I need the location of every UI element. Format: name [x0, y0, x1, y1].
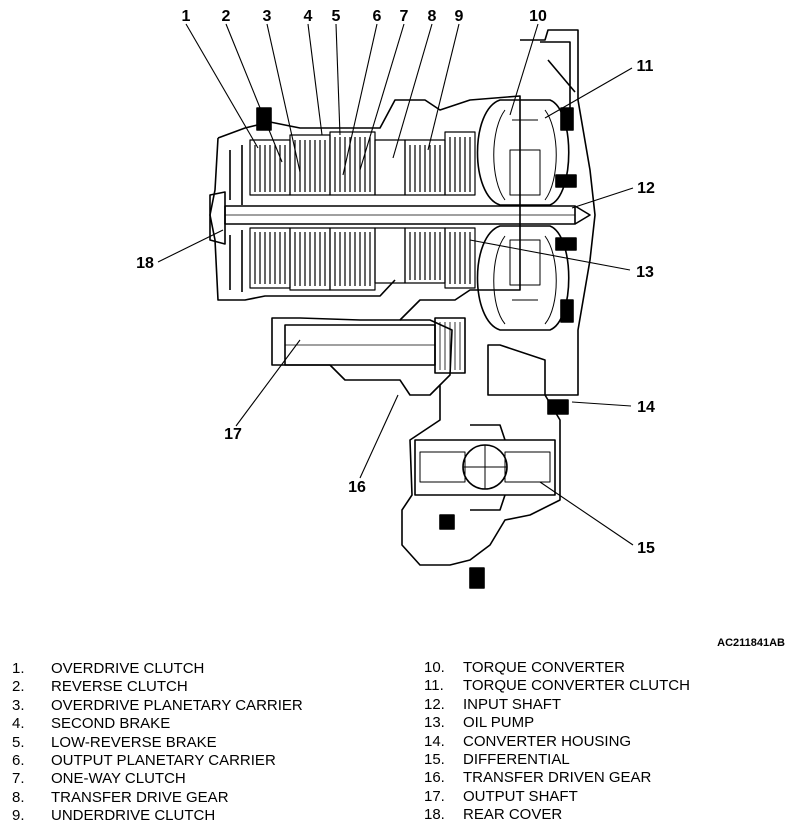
callout-5: 5 — [332, 8, 341, 25]
legend-item: 13. OIL PUMP — [424, 714, 690, 732]
callout-1: 1 — [182, 8, 191, 25]
legend-item: 6. OUTPUT PLANETARY CARRIER — [12, 752, 303, 770]
legend-label: INPUT SHAFT — [463, 695, 562, 713]
legend-label: UNDERDRIVE CLUTCH — [51, 807, 216, 825]
converter-housing-outline — [400, 29, 596, 566]
legend-label: ONE-WAY CLUTCH — [51, 770, 186, 788]
legend-item: 14. CONVERTER HOUSING — [424, 733, 690, 751]
callout-3: 3 — [263, 8, 272, 25]
legend-num: 6. — [12, 752, 25, 770]
callout-9: 9 — [455, 8, 464, 25]
callout-17: 17 — [224, 426, 242, 443]
output-shaft — [284, 317, 466, 374]
legend-label: LOW-REVERSE BRAKE — [51, 733, 217, 751]
legend-item: 5. LOW-REVERSE BRAKE — [12, 734, 303, 752]
legend-num: 14. — [424, 732, 445, 750]
differential — [414, 424, 556, 511]
legend-num: 15. — [424, 751, 445, 769]
legend-num: 8. — [12, 788, 25, 806]
legend-label: TORQUE CONVERTER CLUTCH — [463, 677, 690, 695]
legend-label: OUTPUT PLANETARY CARRIER — [51, 752, 276, 770]
legend-num: 5. — [12, 733, 25, 751]
legend-label: OVERDRIVE PLANETARY CARRIER — [51, 696, 303, 714]
transaxle-cross-section-diagram: 1 2 3 4 5 6 7 8 9 10 11 12 13 14 15 16 1… — [136, 8, 655, 589]
legend-num: 16. — [424, 769, 445, 787]
legend-item: 8. TRANSFER DRIVE GEAR — [12, 789, 303, 807]
legend-item: 4. SECOND BRAKE — [12, 715, 303, 733]
legend-item: 10. TORQUE CONVERTER — [424, 659, 690, 677]
callout-4: 4 — [304, 8, 313, 25]
legend-num: 18. — [424, 806, 445, 824]
legend-label: TORQUE CONVERTER — [463, 659, 625, 676]
legend-label: REAR COVER — [463, 806, 563, 824]
legend-left-column: 1. OVERDRIVE CLUTCH 2. REVERSE CLUTCH 3. OV… — [12, 660, 303, 826]
legend-label: DIFFERENTIAL — [463, 751, 570, 769]
figure-id: AC211841AB — [717, 637, 785, 649]
callout-6: 6 — [373, 8, 382, 25]
legend-label: TRANSFER DRIVE GEAR — [51, 788, 229, 806]
leader-lines — [157, 23, 634, 546]
legend-item: 17. OUTPUT SHAFT — [424, 788, 690, 806]
legend-item: 3. OVERDRIVE PLANETARY CARRIER — [12, 697, 303, 715]
legend-num: 11. — [424, 677, 444, 695]
legend-label: OUTPUT SHAFT — [463, 787, 578, 805]
legend-num: 10. — [424, 659, 445, 676]
callout-8: 8 — [428, 8, 437, 25]
rear-cover-outline — [209, 191, 226, 245]
callout-14: 14 — [637, 399, 655, 416]
callout-18: 18 — [136, 255, 154, 272]
legend-label: CONVERTER HOUSING — [463, 732, 632, 750]
callout-2: 2 — [222, 8, 231, 25]
callout-10: 10 — [529, 8, 547, 25]
transmission-case-outline — [217, 95, 521, 396]
clutch-packs-upper — [249, 131, 476, 196]
legend-label: REVERSE CLUTCH — [51, 678, 188, 696]
legend-num: 7. — [12, 770, 25, 788]
legend-num: 12. — [424, 695, 445, 713]
legend-num: 4. — [12, 715, 25, 733]
legend-item: 2. REVERSE CLUTCH — [12, 678, 303, 696]
legend-label: OIL PUMP — [463, 714, 535, 732]
legend-item: 1. OVERDRIVE CLUTCH — [12, 660, 303, 678]
callout-11: 11 — [637, 58, 654, 75]
legend-item: 12. INPUT SHAFT — [424, 696, 690, 714]
legend-num: 1. — [12, 660, 25, 677]
legend-num: 3. — [12, 696, 25, 714]
legend-label: OVERDRIVE CLUTCH — [51, 660, 205, 677]
callout-12: 12 — [637, 180, 655, 197]
callout-numbers: 1 2 3 4 5 6 7 8 9 10 11 12 13 14 15 16 1… — [136, 8, 655, 557]
callout-13: 13 — [636, 264, 654, 281]
clutch-packs-lower — [249, 227, 476, 291]
legend-label: SECOND BRAKE — [51, 715, 171, 733]
legend-item: 7. ONE-WAY CLUTCH — [12, 770, 303, 788]
legend-item: 9. UNDERDRIVE CLUTCH — [12, 807, 303, 825]
legend-item: 18. REAR COVER — [424, 806, 690, 824]
legend-right-column: 10. TORQUE CONVERTER 11. TORQUE CONVERTER … — [424, 659, 690, 825]
legend-item: 16. TRANSFER DRIVEN GEAR — [424, 769, 690, 787]
legend-item: 15. DIFFERENTIAL — [424, 751, 690, 769]
callout-7: 7 — [400, 8, 409, 25]
legend-num: 13. — [424, 714, 445, 732]
legend-item: 11. TORQUE CONVERTER CLUTCH — [424, 677, 690, 695]
callout-15: 15 — [637, 540, 655, 557]
legend-label: TRANSFER DRIVEN GEAR — [463, 769, 652, 787]
callout-16: 16 — [348, 479, 366, 496]
legend-num: 2. — [12, 678, 25, 696]
legend-num: 17. — [424, 787, 445, 805]
legend-num: 9. — [12, 807, 25, 825]
